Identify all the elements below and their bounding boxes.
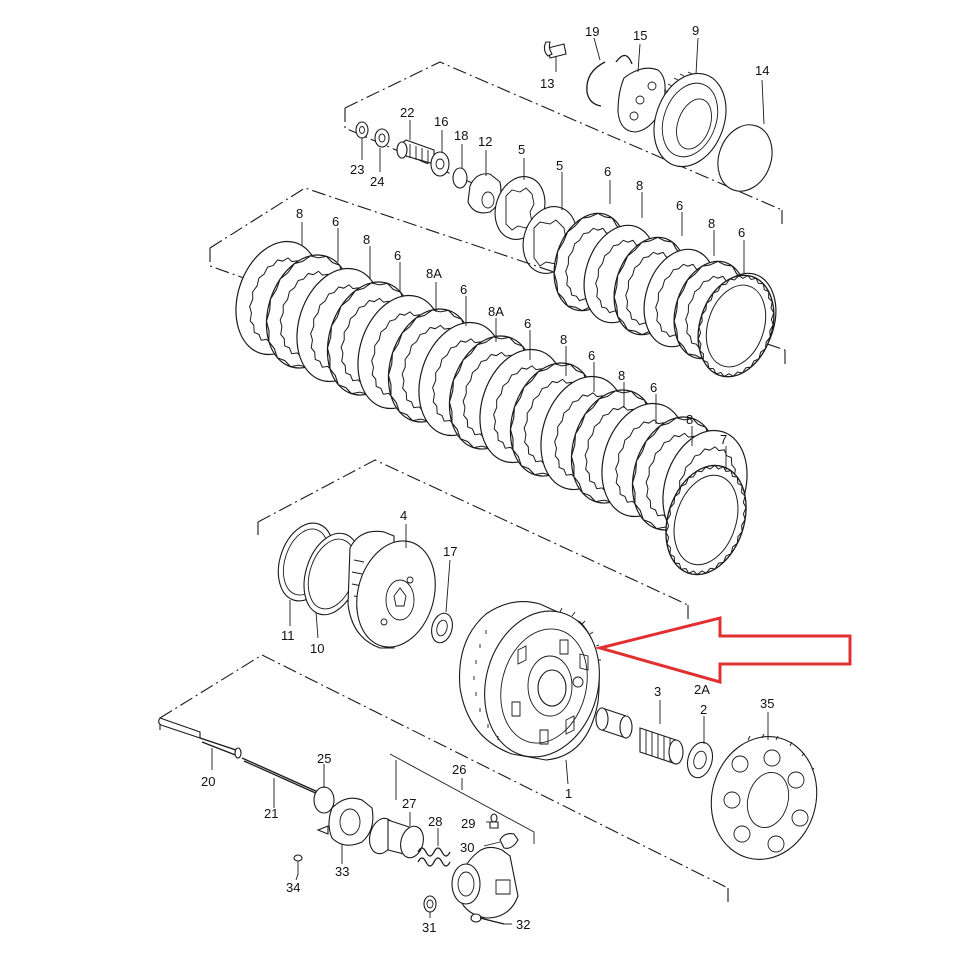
part-6-friction-plate[interactable] [686,265,787,386]
label-32: 32 [516,917,530,932]
bottom-frame [159,654,729,889]
label-26: 26 [452,762,466,777]
label-28: 28 [428,814,442,829]
part-31-dust-cap[interactable] [423,895,437,913]
label-17: 17 [443,544,457,559]
label-34: 34 [286,880,300,895]
label-6: 6 [650,380,657,395]
label-2a: 2A [694,682,710,697]
label-35: 35 [760,696,774,711]
part-30-cap[interactable] [499,833,519,849]
hub-frame [257,459,689,606]
hub-group: 4 17 11 10 [257,459,689,656]
top-group: 19 15 9 14 13 22 16 18 12 5 5 23 24 [344,23,783,274]
part-2-thrust-washer[interactable] [684,740,716,781]
part-13-bolt[interactable] [543,41,567,59]
part-4-clutch-hub[interactable] [345,530,446,656]
part-3-spacer[interactable] [595,707,633,739]
part-28-spring[interactable] [417,847,451,867]
label-13: 13 [540,76,554,91]
part-20-push-rod[interactable] [158,717,242,759]
label-8: 8 [296,206,303,221]
hollow-arrow-left-icon [594,616,852,684]
label-30: 30 [460,840,474,855]
part-15-plate[interactable] [615,54,666,133]
label-1: 1 [565,786,572,801]
label-2: 2 [700,702,707,717]
part-9-bearing-plate[interactable] [642,63,739,176]
label-6: 6 [604,164,611,179]
part-26-bracket-line [389,753,535,844]
bottom-group: 1 [158,598,852,935]
label-5b: 5 [556,158,563,173]
label-8: 8 [363,232,370,247]
label-15: 15 [633,28,647,43]
label-25: 25 [317,751,331,766]
part-29-bleeder[interactable] [489,813,499,829]
label-6: 6 [676,198,683,213]
part-24-nut[interactable] [374,128,390,148]
part-14-ring[interactable] [709,117,781,199]
label-6: 6 [460,282,467,297]
label-6: 6 [332,214,339,229]
label-21: 21 [264,806,278,821]
part-3-needle-bearing[interactable] [639,727,684,765]
part-23-washer[interactable] [355,121,369,139]
label-8: 8 [636,178,643,193]
part-17-washer[interactable] [428,611,455,645]
label-18: 18 [454,128,468,143]
label-10: 10 [310,641,324,656]
part-21-push-rod[interactable] [241,757,321,796]
top-group-frame [344,61,783,211]
label-9: 9 [692,23,699,38]
label-8: 8 [560,332,567,347]
label-6: 6 [738,225,745,240]
label-4: 4 [400,508,407,523]
label-24: 24 [370,174,384,189]
label-8a: 8A [426,266,442,281]
label-6: 6 [524,316,531,331]
label-31: 31 [422,920,436,935]
part-1-primary-driven-gear[interactable] [458,598,616,770]
part-32-bolt[interactable] [470,913,505,925]
part-33-cover[interactable] [316,797,374,846]
label-6: 6 [588,348,595,363]
part-25-seal[interactable] [313,786,335,814]
label-19: 19 [585,24,599,39]
label-20: 20 [201,774,215,789]
label-5a: 5 [518,142,525,157]
part-34-bolt[interactable] [293,854,303,875]
label-8a: 8A [488,304,504,319]
part-22-adjuster[interactable] [396,139,435,165]
label-22: 22 [400,105,414,120]
label-11: 11 [281,628,295,643]
label-8: 8 [618,368,625,383]
label-33: 33 [335,864,349,879]
part-26-slave-cylinder[interactable] [451,846,519,919]
part-16-nut[interactable] [430,151,450,177]
part-7-friction-plate[interactable] [653,455,760,585]
label-23: 23 [350,162,364,177]
plate-stack-group: 8 6 8 6 8A 6 8A 6 8 6 8 6 8 7 6 8 6 8 6 [209,164,787,585]
label-7: 7 [720,432,727,447]
clutch-plate-stack [235,212,787,585]
part-35-gear[interactable] [698,725,831,872]
label-8: 8 [708,216,715,231]
part-19-clip[interactable] [586,61,606,107]
label-27: 27 [402,796,416,811]
label-29: 29 [461,816,475,831]
label-3: 3 [654,684,661,699]
label-12: 12 [478,134,492,149]
label-8: 8 [686,412,693,427]
label-14: 14 [755,63,769,78]
part-27-piston[interactable] [366,816,427,861]
label-16: 16 [434,114,448,129]
part-18-ring[interactable] [452,167,468,189]
label-6: 6 [394,248,401,263]
